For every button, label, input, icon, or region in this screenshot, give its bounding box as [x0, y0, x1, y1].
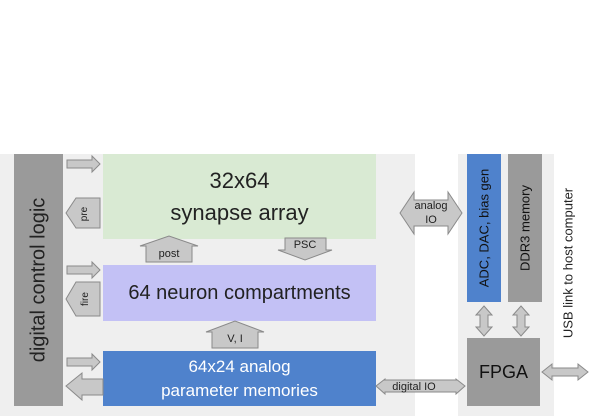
digital-io-label: digital IO	[392, 381, 436, 393]
adc-fpga-arrow	[474, 305, 494, 337]
fire-arrow-label: fire	[80, 292, 91, 306]
usb-arrow	[541, 362, 589, 382]
psc-arrow-label: PSC	[294, 239, 317, 251]
ddr3-fpga-arrow	[511, 305, 531, 337]
analog-io-arrow	[399, 190, 463, 236]
param-mem-left-arrow	[65, 371, 104, 402]
adc-dac-bias-block: ADC, DAC, bias gen	[467, 154, 501, 302]
parameter-memories-label-2: parameter memories	[161, 380, 318, 400]
fpga-label: FPGA	[478, 361, 528, 382]
vi-arrow-label: V, I	[227, 333, 243, 345]
vi-arrow	[205, 320, 265, 349]
neuron-compartments-label: 64 neuron compartments	[128, 281, 351, 304]
arrow-logic-to-param-mem	[66, 352, 101, 372]
synapse-array-label-1: 32x64	[209, 168, 270, 193]
pre-arrow	[65, 197, 101, 229]
fire-arrow	[65, 281, 101, 317]
digital-io-arrow	[375, 377, 466, 396]
analog-io-label-1: analog	[414, 200, 447, 212]
synapse-array-label-2: synapse array	[170, 199, 309, 225]
synapse-array-block: 32x64 synapse array	[103, 154, 376, 239]
parameter-memories-label-1: 64x24 analog	[188, 357, 291, 377]
arrow-logic-to-synapse-top	[66, 154, 101, 174]
digital-control-logic-block: digital control logic	[14, 154, 63, 406]
ddr3-memory-block: DDR3 memory	[508, 154, 542, 302]
neuron-compartments-block: 64 neuron compartments	[103, 265, 376, 321]
pre-arrow-label: pre	[79, 206, 90, 221]
psc-arrow	[277, 237, 333, 261]
arrow-logic-to-neuron	[66, 260, 101, 280]
parameter-memories-block: 64x24 analog parameter memories	[103, 351, 376, 406]
post-arrow-label: post	[159, 248, 180, 260]
post-arrow	[139, 235, 199, 263]
analog-io-label-2: IO	[425, 214, 437, 226]
fpga-block: FPGA	[467, 338, 540, 406]
